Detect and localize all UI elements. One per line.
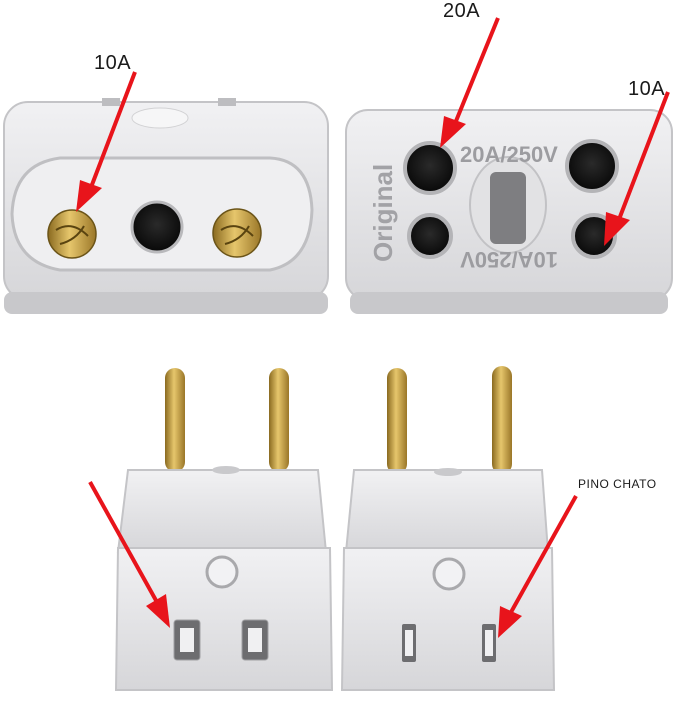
arrow-pino-chato <box>498 495 578 638</box>
label-pino-chato: PINO CHATO <box>578 477 657 491</box>
adapter-front-two-pin <box>3 98 329 314</box>
adapter-side-view-left <box>114 368 334 691</box>
callout-arrows <box>76 17 670 638</box>
bottom-rating-text: 10A/250V <box>460 247 558 272</box>
arrow-10a-left <box>76 71 137 212</box>
label-10a-left: 10A <box>94 52 132 74</box>
label-20a: 20A <box>443 0 481 22</box>
label-10a-right: 10A <box>628 78 666 100</box>
arrow-bottom-left <box>88 481 170 628</box>
adapter-side-view-right <box>340 366 556 691</box>
adapter-back-socket-face: 20A/250V 10A/250V Original <box>345 109 673 314</box>
brand-text: Original <box>368 164 398 262</box>
arrow-10a-right <box>604 91 670 246</box>
top-rating-text: 20A/250V <box>460 142 558 167</box>
arrow-20a <box>440 17 500 148</box>
